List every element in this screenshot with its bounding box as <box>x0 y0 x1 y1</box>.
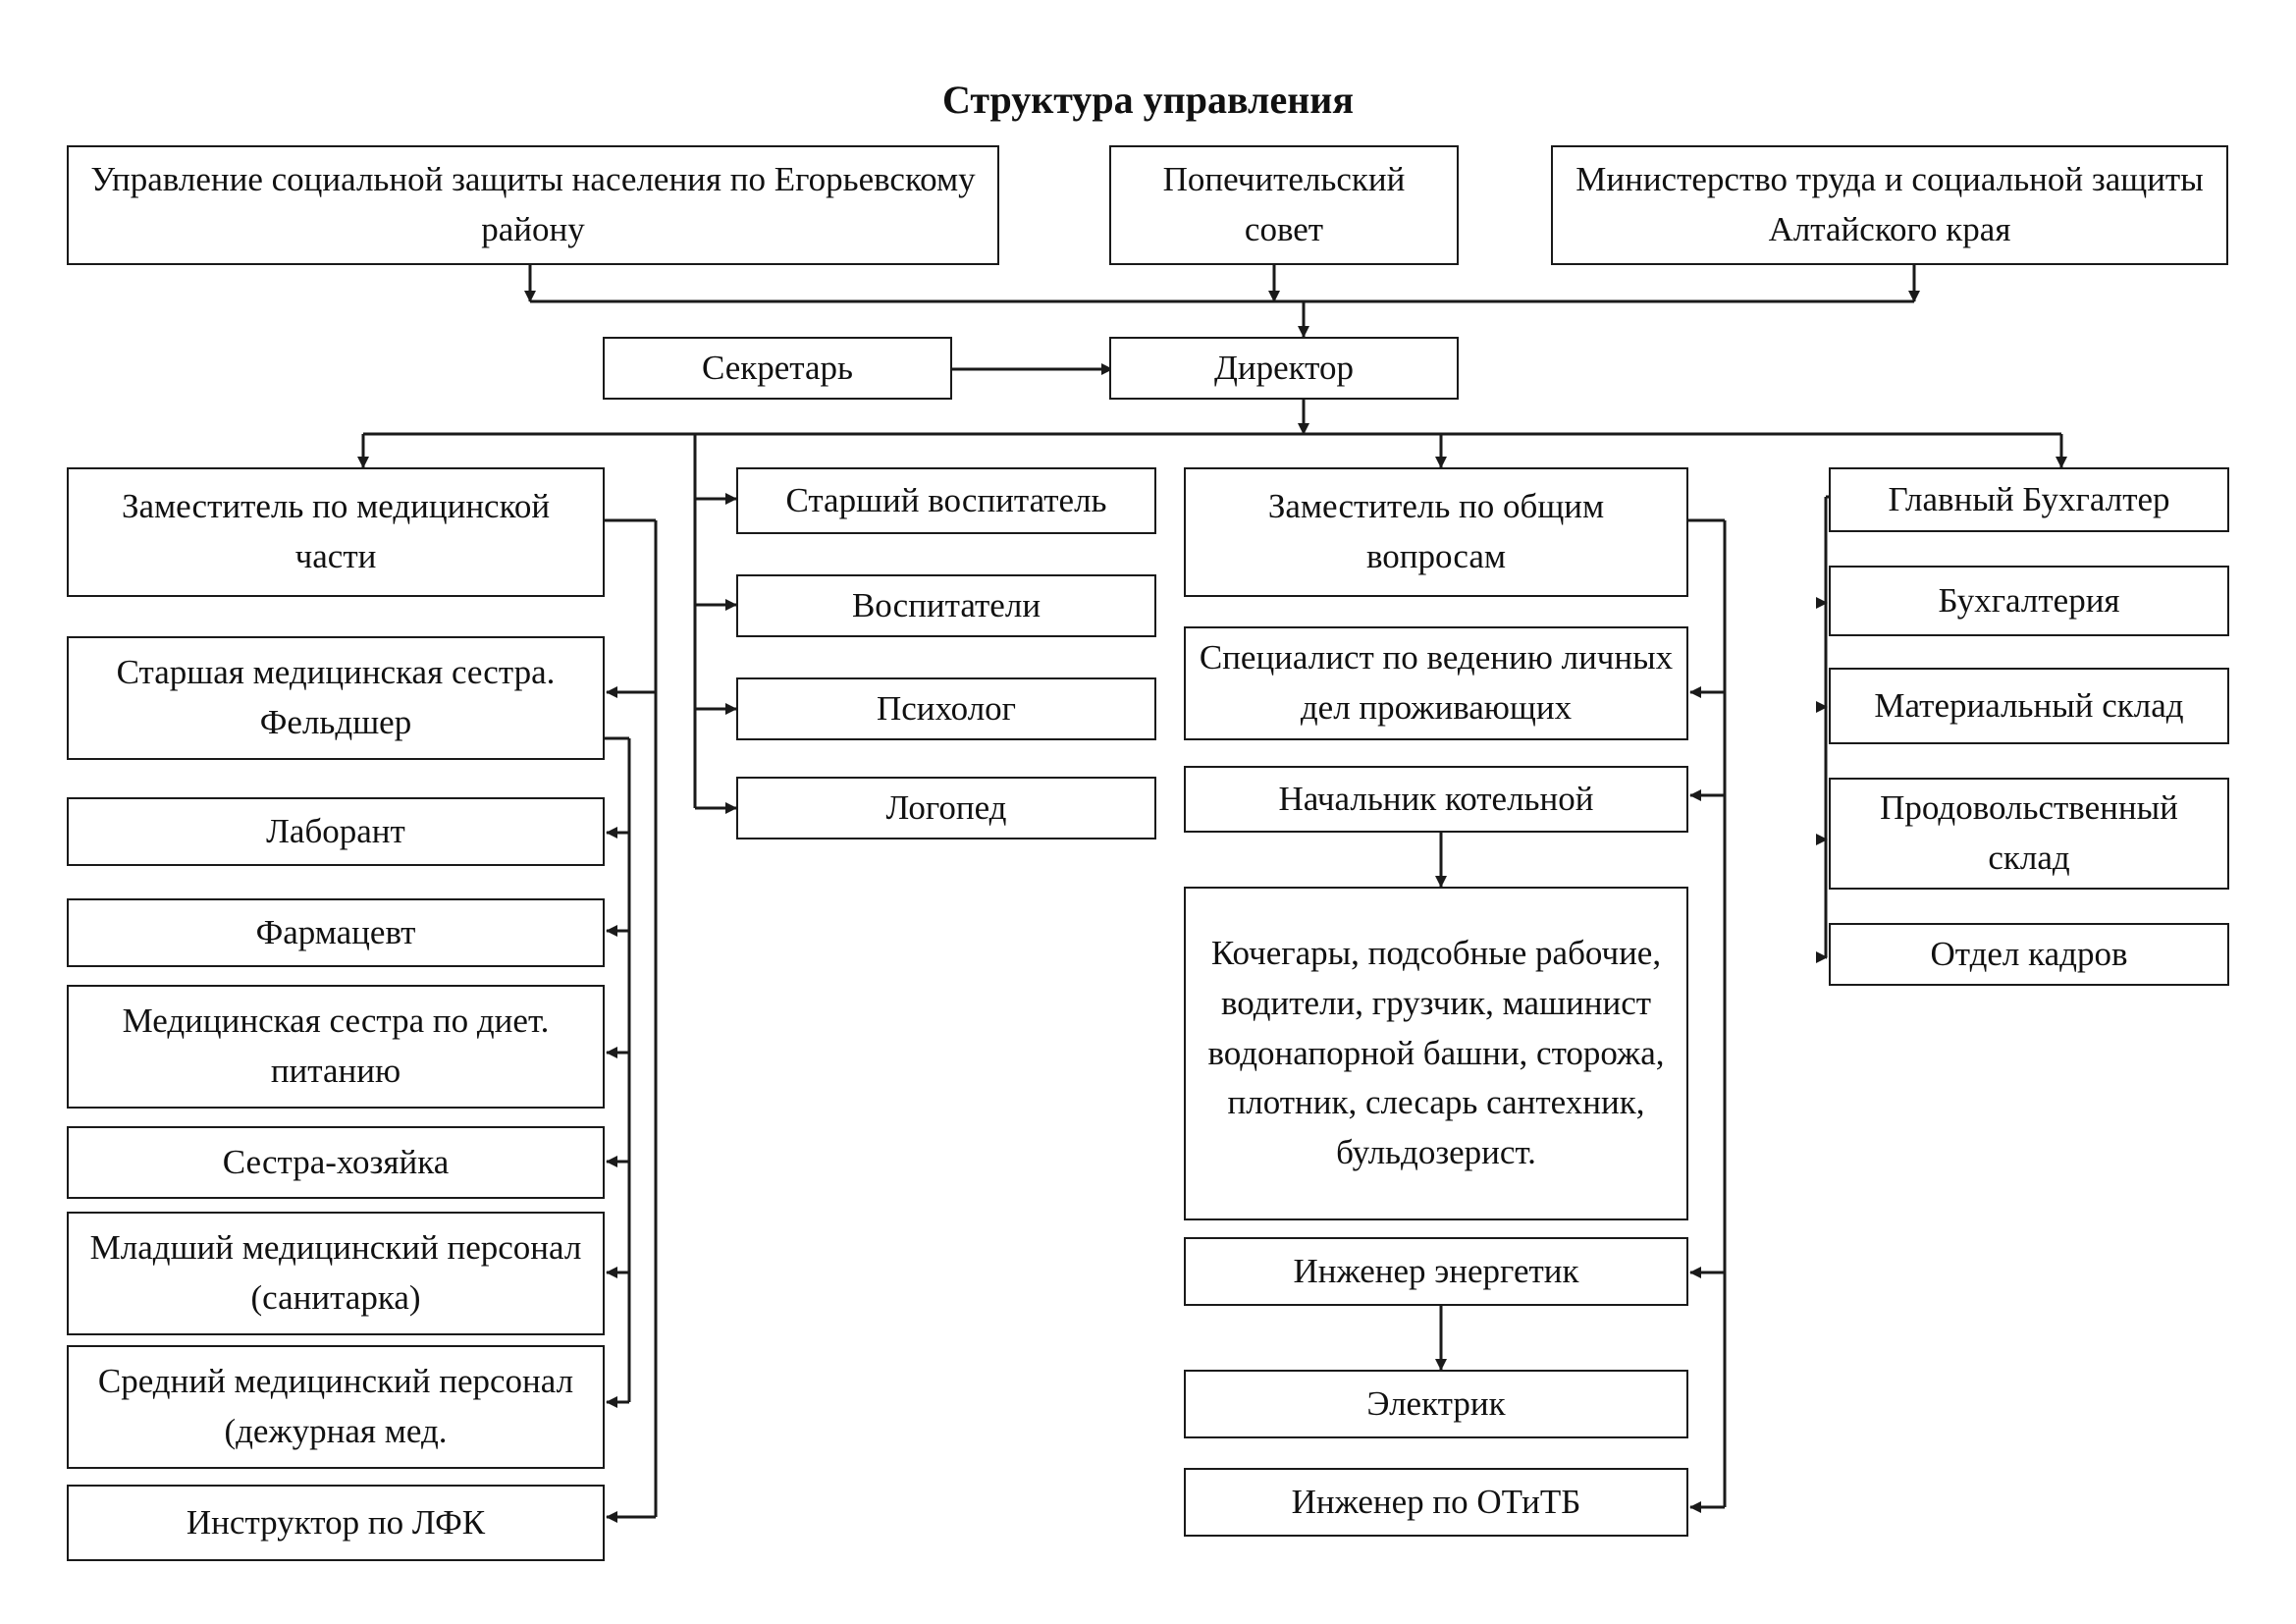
node-boiler-head: Начальник котельной <box>1184 766 1688 833</box>
node-deputy-medical: Заместитель по медицинской части <box>67 467 605 597</box>
node-senior-educator: Старший воспитатель <box>736 467 1156 534</box>
node-speech-therapist: Логопед <box>736 777 1156 839</box>
node-junior-medical: Младший медицинский персонал (санитарка) <box>67 1212 605 1335</box>
node-senior-nurse: Старшая медицинская сестра. Фельдшер <box>67 636 605 760</box>
node-deputy-general: Заместитель по общим вопросам <box>1184 467 1688 597</box>
node-food-store: Продовольственный склад <box>1829 778 2229 890</box>
node-hr: Отдел кадров <box>1829 923 2229 986</box>
node-educators: Воспитатели <box>736 574 1156 637</box>
node-lab-assistant: Лаборант <box>67 797 605 866</box>
node-middle-medical: Средний медицинский персонал (дежурная м… <box>67 1345 605 1469</box>
node-records-specialist: Специалист по ведению личных дел прожива… <box>1184 626 1688 740</box>
node-workers: Кочегары, подсобные рабочие, водители, г… <box>1184 887 1688 1220</box>
node-psychologist: Психолог <box>736 677 1156 740</box>
node-board-of-trustees: Попечительский совет <box>1109 145 1459 265</box>
node-chief-accountant: Главный Бухгалтер <box>1829 467 2229 532</box>
node-ministry: Министерство труда и социальной защиты А… <box>1551 145 2228 265</box>
node-pharmacist: Фармацевт <box>67 898 605 967</box>
node-electrician: Электрик <box>1184 1370 1688 1438</box>
node-power-engineer: Инженер энергетик <box>1184 1237 1688 1306</box>
node-housekeeper: Сестра-хозяйка <box>67 1126 605 1199</box>
node-director: Директор <box>1109 337 1459 400</box>
node-lfk-instructor: Инструктор по ЛФК <box>67 1485 605 1561</box>
node-diet-nurse: Медицинская сестра по диет. питанию <box>67 985 605 1109</box>
node-social-protection-office: Управление социальной защиты населения п… <box>67 145 999 265</box>
node-safety-engineer: Инженер по ОТиТБ <box>1184 1468 1688 1537</box>
node-secretary: Секретарь <box>603 337 952 400</box>
page-title: Структура управления <box>942 78 1354 122</box>
node-material-store: Материальный склад <box>1829 668 2229 744</box>
node-accounting: Бухгалтерия <box>1829 566 2229 636</box>
